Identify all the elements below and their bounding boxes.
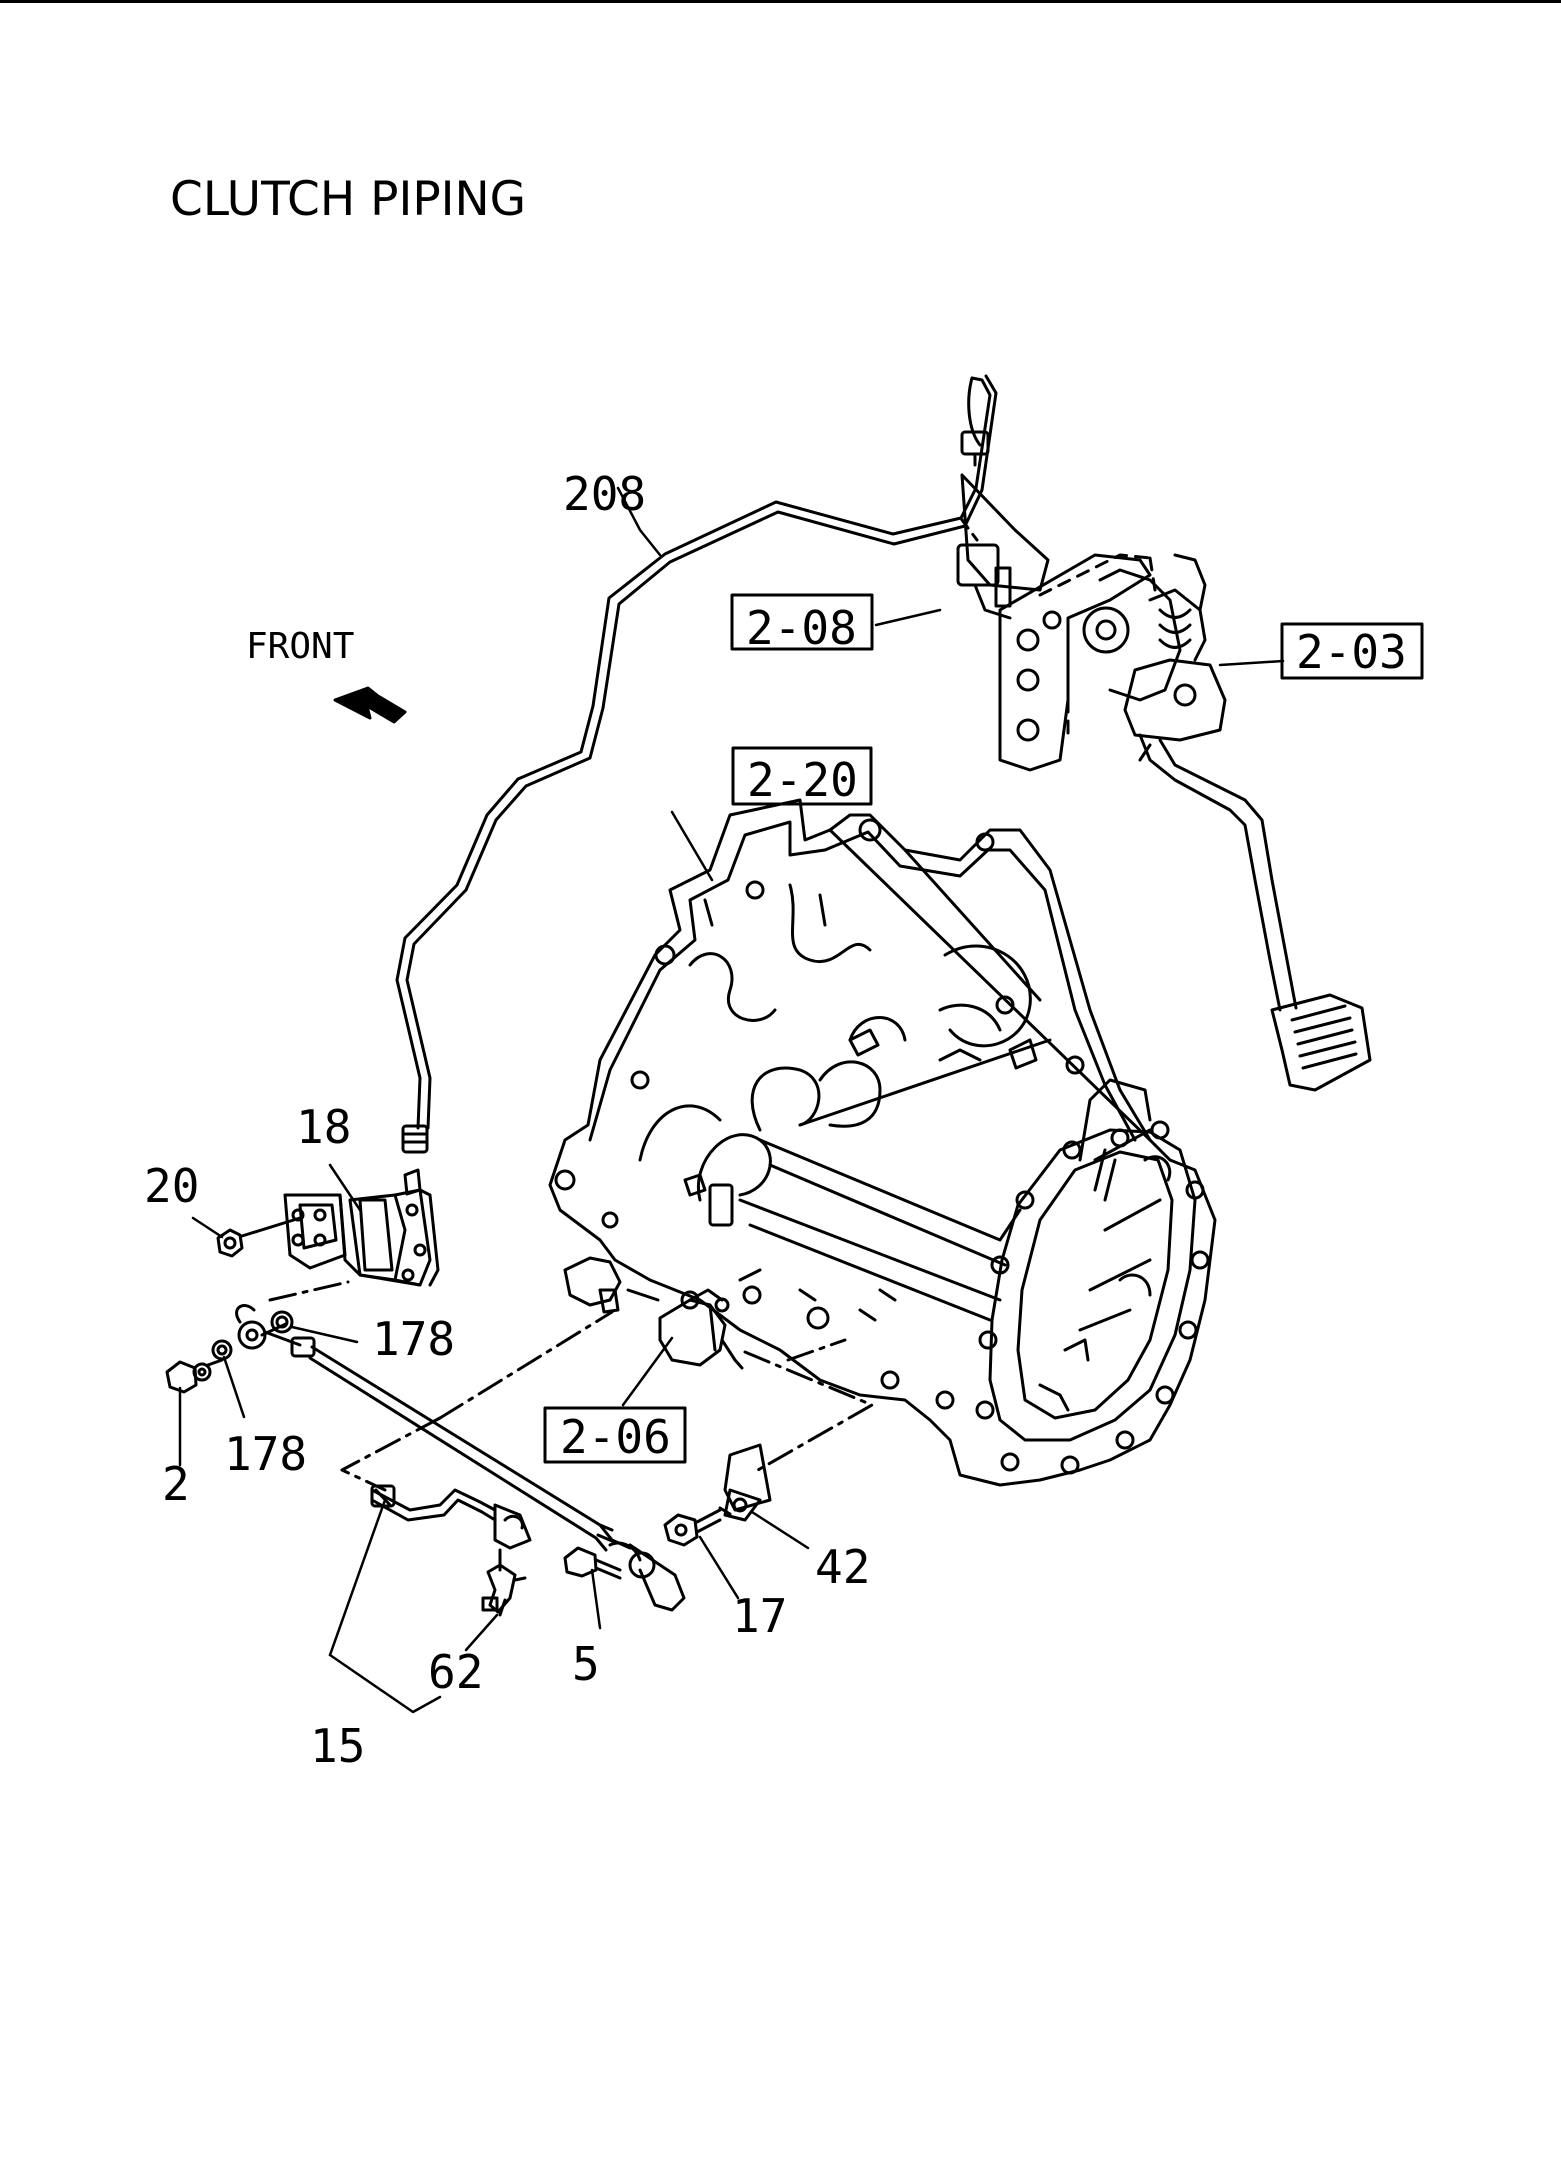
callout-20: 20 [144,1159,199,1213]
callout-178-upper: 178 [372,1312,455,1366]
callout-2-06: 2-06 [560,1410,671,1464]
callout-18: 18 [296,1100,351,1154]
callout-box-2-20 [731,746,873,806]
page-title: CLUTCH PIPING [170,172,527,227]
washer-178-lower [211,1339,233,1361]
callout-5: 5 [572,1637,600,1691]
transmission-case [548,798,1217,1487]
bolt-2 [165,1358,224,1394]
callout-178-lower: 178 [224,1427,307,1481]
bolt-17 [663,1506,732,1547]
callout-62: 62 [428,1645,483,1699]
callout-17: 17 [732,1589,787,1643]
callout-2-08: 2-08 [746,601,857,655]
clutch-pedal-assembly [956,473,1372,1092]
bracket-42 [723,1443,772,1522]
callout-2-20: 2-20 [747,753,858,807]
callout-box-2-06 [543,1406,687,1464]
callout-15: 15 [310,1719,365,1773]
callout-42: 42 [815,1540,870,1594]
clip-62 [481,1548,527,1617]
callout-2-03: 2-03 [1296,625,1407,679]
callout-208: 208 [563,467,646,521]
top-rule [0,0,1561,3]
front-arrow-icon [333,686,407,724]
callout-box-2-03 [1280,622,1424,680]
dash-dot-leaders [260,1280,874,1492]
callout-box-2-08 [730,593,874,651]
slave-cylinder-bracket-18 [283,1168,440,1287]
leader-lines [178,486,1285,1714]
front-label: FRONT [246,626,354,667]
slave-cylinder-2-06 [563,1256,830,1370]
callout-2: 2 [162,1457,190,1511]
clutch-pipe-208 [395,374,998,1154]
bolt-5 [563,1546,622,1580]
nut-20 [216,1216,302,1258]
